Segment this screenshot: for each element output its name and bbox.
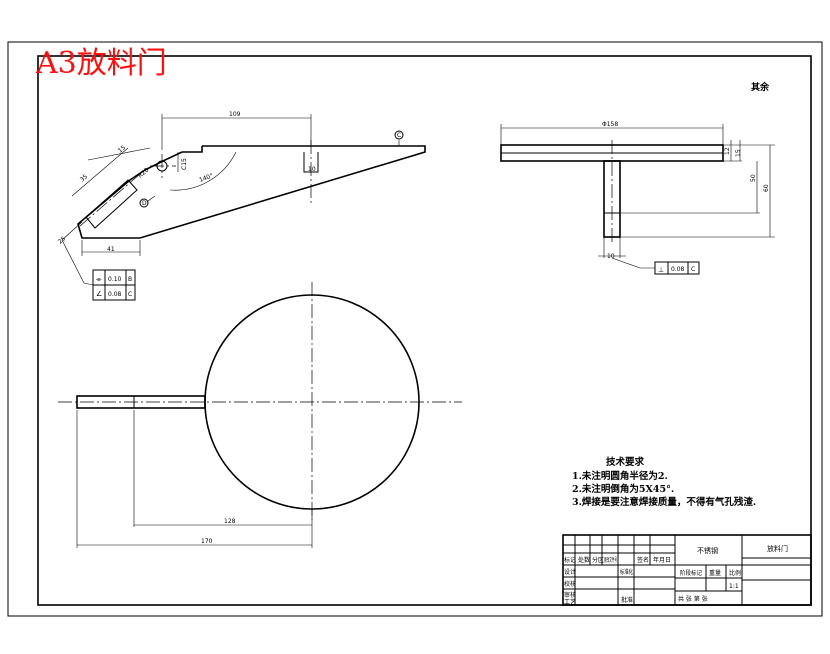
inner-frame: [37, 55, 812, 606]
dim-109: 109: [229, 111, 241, 118]
dim-10-side: 10: [308, 166, 316, 173]
dim-50: 50: [750, 174, 757, 182]
tech-req-item-1: 1.未注明圆角半径为2.: [572, 470, 668, 482]
drawing-stamp: A3放料门: [35, 46, 167, 81]
callout-c: C: [397, 132, 401, 139]
tol-1-value: 0.10: [108, 276, 122, 283]
tb-m-0: 标准化: [620, 568, 633, 576]
title-block: 标记 处数 分区 更改文件号 签名 年月日 设计 校核 审核 工艺 标准化 批准…: [562, 534, 812, 606]
tb-material: 不锈钢: [697, 546, 718, 555]
tb-m-3: 批准: [621, 596, 633, 604]
tb-h-1: 处数: [578, 556, 590, 564]
tol-2-value: 0.08: [108, 291, 122, 298]
roughness-note: 其余: [751, 81, 770, 93]
perp-datum: C: [691, 266, 695, 273]
dim-60: 60: [763, 184, 770, 192]
outer-frame: [7, 41, 823, 617]
top-view: 128 170: [58, 282, 462, 548]
tech-req-item-3: 3.焊接是要注意焊接质量，不得有气孔残渣.: [572, 496, 756, 508]
tb-stage: 阶段标记: [680, 569, 702, 577]
tech-requirements: 技术要求 1.未注明圆角半径为2. 2.未注明倒角为5X45°. 3.焊接是要注…: [572, 456, 756, 508]
tb-h-3: 更改文件号: [604, 556, 617, 564]
tolerance-frame: ⌯ 0.10 B ∠ 0.08 C: [83, 269, 136, 301]
tb-h-4: 签名: [637, 556, 649, 564]
dim-angle: 140°: [198, 172, 214, 184]
tb-h-0: 标记: [564, 556, 576, 564]
perp-value: 0.08: [671, 266, 685, 273]
dim-c15: C15: [181, 158, 188, 170]
dim-12: 12: [724, 147, 731, 155]
dim-35: 35: [79, 173, 89, 183]
tb-h-5: 年月日: [653, 556, 671, 564]
tb-ratio: 比例: [729, 569, 741, 577]
dim-15: 15: [117, 144, 127, 154]
side-view: 109 C15 140° 15 R20 35 25 41 10 C D: [57, 111, 426, 284]
tb-l-3: 工艺: [564, 598, 576, 606]
tb-part-name: 放料门: [767, 544, 788, 553]
tech-req-item-2: 2.未注明倒角为5X45°.: [572, 483, 674, 495]
dim-41: 41: [107, 246, 115, 253]
dim-phi158: Φ158: [602, 121, 618, 128]
tol-2-datum: C: [128, 291, 132, 298]
tech-req-title: 技术要求: [606, 456, 645, 468]
tb-sheets: 共 张 第 张: [678, 595, 708, 603]
tb-l-1: 校核: [564, 580, 576, 588]
dim-10-front: 10: [607, 253, 615, 260]
dim-170: 170: [201, 538, 213, 545]
front-view: Φ158 12 15 50 60 10 ⊥ 0.08 C: [500, 121, 775, 275]
dim-15-front: 15: [735, 149, 742, 157]
perp-symbol: ⊥: [658, 266, 664, 274]
tol-1-symbol: ⌯: [96, 275, 102, 283]
tol-1-datum: B: [128, 276, 132, 283]
tb-weight: 重量: [709, 569, 721, 577]
tb-l-0: 设计: [564, 568, 576, 576]
dim-128: 128: [224, 518, 236, 525]
tb-l-2: 审核: [564, 591, 576, 599]
tb-h-2: 分区: [592, 556, 604, 564]
tol-2-symbol: ∠: [96, 290, 102, 298]
tb-scale: 1:1: [729, 583, 739, 590]
callout-d: D: [142, 200, 147, 207]
